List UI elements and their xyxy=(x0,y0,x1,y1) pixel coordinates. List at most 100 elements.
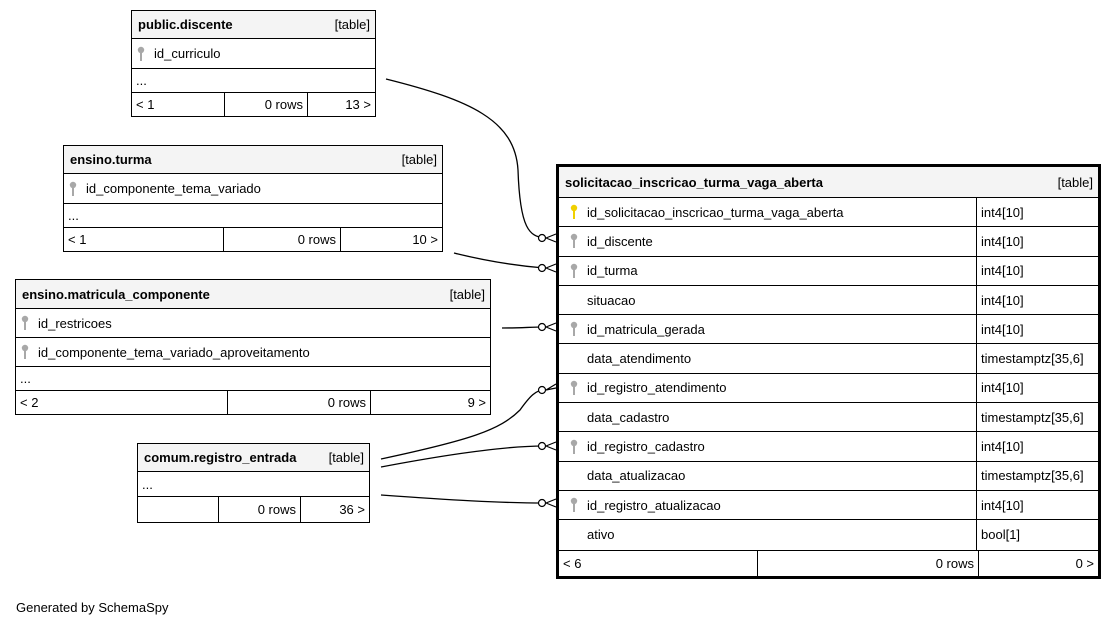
column-type: int4[10] xyxy=(976,315,1098,344)
ellipsis: ... xyxy=(68,208,79,223)
table-matricula-componente[interactable]: ensino.matricula_componente [table] id_r… xyxy=(15,279,491,415)
edge-registro-cadastro xyxy=(380,445,545,468)
column-row: id_componente_tema_variado_aproveitament… xyxy=(16,338,490,367)
foreign-key-icon xyxy=(569,380,581,396)
table-name: comum.registro_entrada xyxy=(144,450,297,465)
column-name: id_curriculo xyxy=(154,46,221,61)
table-header: public.discente [table] xyxy=(132,11,375,39)
foreign-key-icon xyxy=(68,181,80,197)
parents-count: < 6 xyxy=(563,555,582,571)
table-kind: [table] xyxy=(1057,174,1093,190)
foreign-key-icon xyxy=(569,321,581,337)
column-type: bool[1] xyxy=(976,520,1098,550)
edge-turma xyxy=(453,252,545,269)
edge-endpoint-icon xyxy=(537,441,547,451)
column-type: timestamptz[35,6] xyxy=(976,344,1098,373)
foreign-key-icon xyxy=(569,439,581,455)
edge-matricula xyxy=(501,326,545,329)
table-kind: [table] xyxy=(401,152,437,167)
ellipsis-row: ... xyxy=(132,69,375,93)
foreign-key-icon xyxy=(20,344,32,360)
column-row: id_componente_tema_variado xyxy=(64,174,442,204)
column-row: situacao int4[10] xyxy=(559,285,1098,316)
column-name: id_registro_atualizacao xyxy=(587,497,721,513)
column-row: ativo bool[1] xyxy=(559,520,1098,550)
parents-count: < 1 xyxy=(136,97,155,112)
edge-endpoint-icon xyxy=(537,498,547,508)
column-name: ativo xyxy=(587,527,615,543)
table-solicitacao-inscricao-turma-vaga-aberta[interactable]: solicitacao_inscricao_turma_vaga_aberta … xyxy=(556,164,1101,579)
column-type: int4[10] xyxy=(976,373,1098,403)
column-name: data_atualizacao xyxy=(587,468,686,484)
edge-registro-atualizacao xyxy=(380,494,545,504)
table-discente[interactable]: public.discente [table] id_curriculo ...… xyxy=(131,10,376,117)
column-name: id_componente_tema_variado xyxy=(86,181,261,196)
foreign-key-icon xyxy=(136,46,148,62)
column-name: situacao xyxy=(587,292,636,308)
row-count: 0 rows xyxy=(757,550,978,576)
table-header: ensino.turma [table] xyxy=(64,146,442,174)
table-footer: < 2 0 rows 9 > xyxy=(16,391,490,414)
foreign-key-icon xyxy=(569,233,581,249)
table-name: ensino.turma xyxy=(70,152,152,167)
column-type: int4[10] xyxy=(976,490,1098,520)
table-name: public.discente xyxy=(138,17,233,32)
foreign-key-icon xyxy=(569,497,581,513)
primary-key-icon xyxy=(569,204,581,220)
children-count: 0 > xyxy=(978,550,1098,576)
column-name: id_solicitacao_inscricao_turma_vaga_aber… xyxy=(587,204,844,220)
crow-feet xyxy=(545,233,557,508)
parents-count xyxy=(138,497,218,522)
column-row: data_atualizacao timestamptz[35,6] xyxy=(559,461,1098,491)
row-count: 0 rows xyxy=(224,93,307,116)
edge-endpoint-icon xyxy=(537,233,547,243)
ellipsis: ... xyxy=(136,73,147,88)
table-footer: 0 rows 36 > xyxy=(138,497,369,522)
column-type: int4[10] xyxy=(976,285,1098,315)
column-name: id_componente_tema_variado_aproveitament… xyxy=(38,344,310,360)
table-name: solicitacao_inscricao_turma_vaga_aberta xyxy=(565,174,823,190)
table-turma[interactable]: ensino.turma [table] id_componente_tema_… xyxy=(63,145,443,252)
ellipsis-row: ... xyxy=(16,367,490,391)
ellipsis-row: ... xyxy=(64,204,442,228)
ellipsis: ... xyxy=(142,476,153,492)
column-name: id_matricula_gerada xyxy=(587,321,705,337)
parents-count: < 1 xyxy=(68,232,87,247)
table-registro-entrada[interactable]: comum.registro_entrada [table] ... 0 row… xyxy=(137,443,370,523)
column-name: id_restricoes xyxy=(38,315,112,331)
column-type: int4[10] xyxy=(976,198,1098,227)
edge-endpoint-icon xyxy=(537,385,547,395)
column-row: id_curriculo xyxy=(132,39,375,69)
ellipsis-row: ... xyxy=(138,472,369,497)
table-kind: [table] xyxy=(449,286,485,302)
edge-endpoints xyxy=(537,233,547,508)
table-header: solicitacao_inscricao_turma_vaga_aberta … xyxy=(559,167,1098,198)
children-count: 36 > xyxy=(300,497,369,522)
children-count: 10 > xyxy=(340,228,442,251)
edge-endpoint-icon xyxy=(537,322,547,332)
edge-endpoint-icon xyxy=(537,263,547,273)
table-footer: < 1 0 rows 10 > xyxy=(64,228,442,251)
column-list: id_solicitacao_inscricao_turma_vaga_aber… xyxy=(559,198,1098,551)
column-name: id_turma xyxy=(587,263,638,279)
column-row: id_restricoes xyxy=(16,309,490,338)
column-row: id_matricula_gerada int4[10] xyxy=(559,315,1098,345)
column-type: timestamptz[35,6] xyxy=(976,461,1098,490)
column-name: data_cadastro xyxy=(587,409,670,425)
generated-by-note: Generated by SchemaSpy xyxy=(16,600,169,615)
row-count: 0 rows xyxy=(218,497,300,522)
column-row: id_registro_atualizacao int4[10] xyxy=(559,490,1098,521)
table-kind: [table] xyxy=(328,450,364,465)
table-name: ensino.matricula_componente xyxy=(22,286,210,302)
ellipsis: ... xyxy=(20,371,31,386)
column-type: int4[10] xyxy=(976,432,1098,461)
foreign-key-icon xyxy=(569,263,581,279)
row-count: 0 rows xyxy=(223,228,340,251)
